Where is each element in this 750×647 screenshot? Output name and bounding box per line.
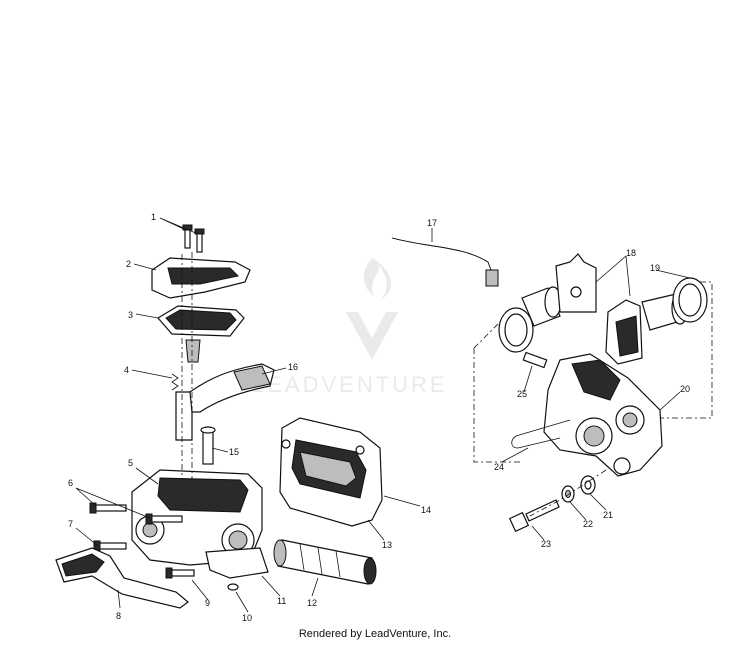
part-diaphragm-3 bbox=[157, 305, 245, 337]
callout-1: 1 bbox=[151, 212, 156, 222]
callout-4: 4 bbox=[124, 365, 129, 375]
part-clip-10 bbox=[227, 583, 239, 591]
callout-16: 16 bbox=[288, 362, 298, 372]
part-piston-12 bbox=[273, 539, 377, 585]
callout-7: 7 bbox=[68, 519, 73, 529]
callout-3: 3 bbox=[128, 310, 133, 320]
part-pin-clip-24 bbox=[511, 419, 571, 449]
callout-2: 2 bbox=[126, 259, 131, 269]
callout-21: 21 bbox=[603, 510, 613, 520]
part-boot-11 bbox=[205, 547, 269, 579]
watermark-text: LEADVENTURE bbox=[252, 372, 448, 397]
callout-13: 13 bbox=[382, 540, 392, 550]
callout-8: 8 bbox=[116, 611, 121, 621]
part-bleeder-25 bbox=[522, 351, 548, 369]
part-screw-9 bbox=[165, 567, 195, 579]
callout-24: 24 bbox=[494, 462, 504, 472]
watermark: LEADVENTURE bbox=[252, 258, 448, 397]
part-spring-4 bbox=[171, 373, 179, 391]
callout-22: 22 bbox=[583, 519, 593, 529]
part-body-5 bbox=[131, 469, 263, 566]
callout-10: 10 bbox=[242, 613, 252, 623]
footer-credit: Rendered by LeadVenture, Inc. bbox=[298, 628, 452, 640]
callout-11: 11 bbox=[277, 596, 286, 606]
callout-23: 23 bbox=[541, 539, 551, 549]
callout-15: 15 bbox=[229, 447, 239, 457]
part-brake-line-17 bbox=[391, 237, 499, 287]
part-pin-15 bbox=[200, 426, 216, 465]
callouts: 1 2 3 4 5 6 7 8 9 10 11 12 13 14 15 16 1… bbox=[68, 212, 690, 623]
assembly-line bbox=[529, 469, 607, 517]
part-seal-ring bbox=[498, 307, 534, 353]
part-caliper-body-20 bbox=[543, 353, 663, 477]
part-reservoir-13-14 bbox=[279, 417, 383, 527]
callout-17: 17 bbox=[427, 218, 437, 228]
part-brake-pads-18 bbox=[555, 253, 643, 365]
part-bolt-23 bbox=[508, 499, 560, 533]
part-lever-8 bbox=[55, 547, 189, 609]
callout-18: 18 bbox=[626, 248, 636, 258]
callout-25: 25 bbox=[517, 389, 527, 399]
part-piston-seal-19 bbox=[641, 277, 708, 331]
assembly-line bbox=[473, 281, 713, 463]
watermark-flame-icon bbox=[363, 258, 392, 300]
callout-14: 14 bbox=[421, 505, 431, 515]
callout-20: 20 bbox=[680, 384, 690, 394]
callout-19: 19 bbox=[650, 263, 660, 273]
part-bracket-16 bbox=[175, 363, 275, 441]
callout-6: 6 bbox=[68, 478, 73, 488]
part-washer-22 bbox=[561, 485, 575, 503]
watermark-v-icon bbox=[346, 312, 398, 360]
part-plug bbox=[185, 339, 201, 363]
callout-5: 5 bbox=[128, 458, 133, 468]
leader-lines bbox=[75, 217, 691, 613]
part-screw-7 bbox=[93, 540, 127, 552]
part-cover-2 bbox=[151, 257, 251, 299]
callout-12: 12 bbox=[307, 598, 317, 608]
callout-9: 9 bbox=[205, 598, 210, 608]
